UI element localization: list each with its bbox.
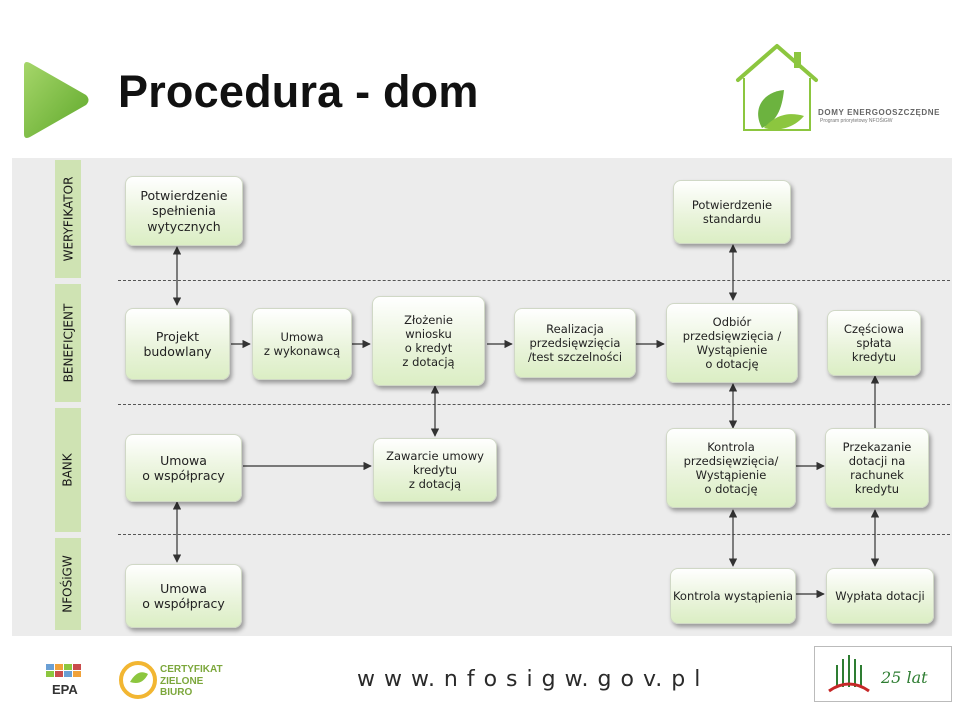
box-kontrola-wystapienia: Kontrola wystąpienia [670,568,796,624]
cert-logo [118,660,158,704]
box-czesciowa-splata: Częściowa spłata kredytu [827,310,921,376]
play-icon [24,62,89,138]
svg-text:EPA: EPA [52,682,78,697]
epa-logo: EPA [42,660,102,708]
box-umowa-z-wykonawca: Umowa z wykonawcą [252,308,352,380]
lane-label-bank: BANK [55,408,81,532]
box-kontrola-przedsiewziecia: Kontrola przedsięwzięcia/ Wystąpienie o … [666,428,796,508]
lane-label-weryfikator: WERYFIKATOR [55,160,81,278]
box-wyplata-dotacji: Wypłata dotacji [826,568,934,624]
box-nfosigw-umowa-o-wspolpracy: Umowa o współpracy [125,564,242,628]
lane-divider [118,404,950,405]
logo-title: DOMY ENERGOOSZCZĘDNE [818,108,941,117]
cert-text: CERTYFIKAT ZIELONE BIURO [160,664,223,698]
box-projekt-budowlany: Projekt budowlany [125,308,230,380]
footer-url[interactable]: w w w. n f o s i g w. g o v. p l [357,667,702,692]
box-odbior: Odbiór przedsięwzięcia / Wystąpienie o d… [666,303,798,383]
box-potwierdzenie-standardu: Potwierdzenie standardu [673,180,791,244]
box-potwierdzenie-spelnienia: Potwierdzenie spełnienia wytycznych [125,176,243,246]
logo-subtitle: Program priorytetowy NFOŚiGW [820,118,893,124]
lane-label-nfosigw: NFOŚiGW [55,538,81,630]
house-logo-icon [736,44,818,131]
nfosigw-logo: 25 lat [814,646,952,702]
box-bank-umowa-o-wspolpracy: Umowa o współpracy [125,434,242,502]
box-zawarcie-umowy: Zawarcie umowy kredytu z dotacją [373,438,497,502]
svg-text:25 lat: 25 lat [880,668,928,687]
box-realizacja: Realizacja przedsięwzięcia /test szczeln… [514,308,636,378]
lane-divider [118,280,950,281]
lane-label-beneficjent: BENEFICJENT [55,284,81,402]
lane-divider [118,534,950,535]
box-zlozenie-wniosku: Złożenie wniosku o kredyt z dotacją [372,296,485,386]
page-title: Procedura - dom [118,66,479,117]
box-przekazanie-dotacji: Przekazanie dotacji na rachunek kredytu [825,428,929,508]
